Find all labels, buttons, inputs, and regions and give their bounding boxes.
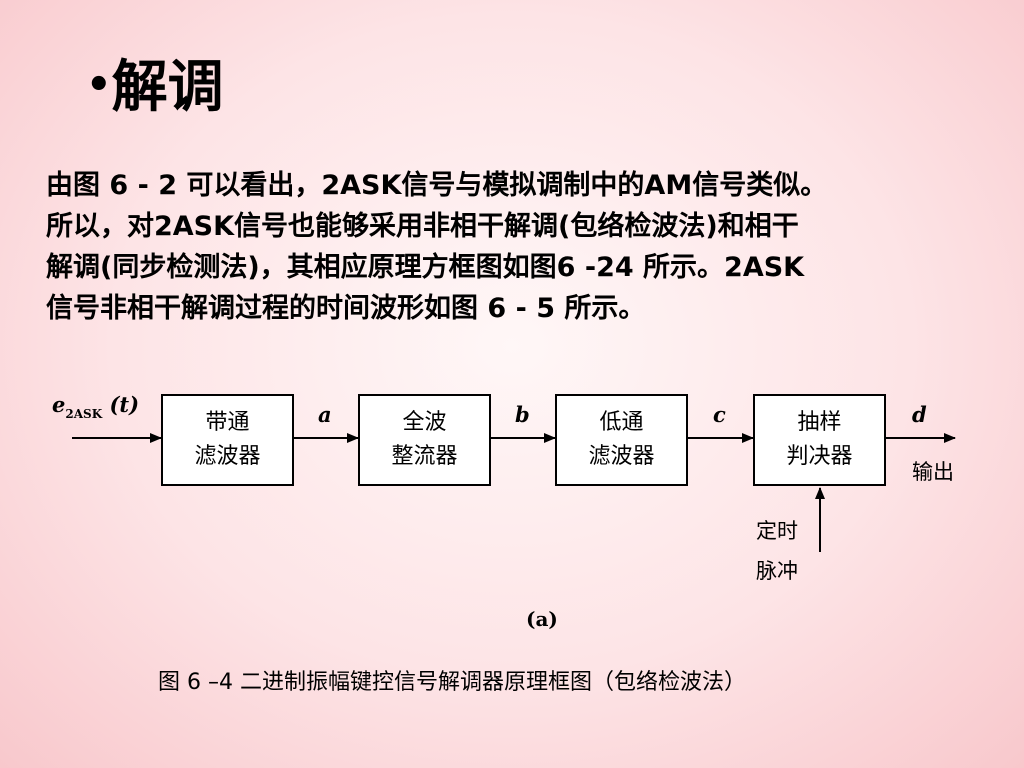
paragraph-line: 解调(同步检测法)，其相应原理方框图如图6 -24 所示。2ASK xyxy=(46,252,805,283)
signal-label-b: b xyxy=(515,402,530,427)
signal-label-d: d xyxy=(912,402,927,427)
paragraph-line: 由图 6 - 2 可以看出，2ASK信号与模拟调制中的AM信号类似。 xyxy=(46,170,828,201)
timing-pulse-label: 定时 脉冲 xyxy=(756,519,798,583)
block-diagram: e2ASK (t) 带通 滤波器 全波 整流器 低通 滤波器 抽样 判决器 a … xyxy=(0,380,1024,640)
input-subscript: 2ASK xyxy=(65,407,103,421)
paragraph-line: 信号非相干解调过程的时间波形如图 6 - 5 所示。 xyxy=(46,293,646,324)
signal-label-c: c xyxy=(713,402,726,427)
output-label: 输出 xyxy=(912,460,954,484)
bandpass-filter-block: 带通 滤波器 xyxy=(161,394,294,486)
paragraph-line: 所以，对2ASK信号也能够采用非相干解调(包络检波法)和相干 xyxy=(46,211,799,242)
subfigure-label: (a) xyxy=(526,607,558,631)
signal-label-a: a xyxy=(318,402,332,427)
bullet: • xyxy=(86,62,112,108)
diagram-arrows xyxy=(72,433,956,552)
slide-title: •解调 xyxy=(86,60,224,116)
figure-caption: 图 6 –4 二进制振幅键控信号解调器原理框图（包络检波法） xyxy=(158,670,746,695)
body-paragraph: 由图 6 - 2 可以看出，2ASK信号与模拟调制中的AM信号类似。 所以，对2… xyxy=(46,165,986,329)
full-wave-rectifier-block: 全波 整流器 xyxy=(358,394,491,486)
sample-decision-block: 抽样 判决器 xyxy=(753,394,886,486)
input-signal-label: e2ASK (t) xyxy=(52,392,140,421)
lowpass-filter-block: 低通 滤波器 xyxy=(555,394,688,486)
title-text: 解调 xyxy=(111,55,224,120)
